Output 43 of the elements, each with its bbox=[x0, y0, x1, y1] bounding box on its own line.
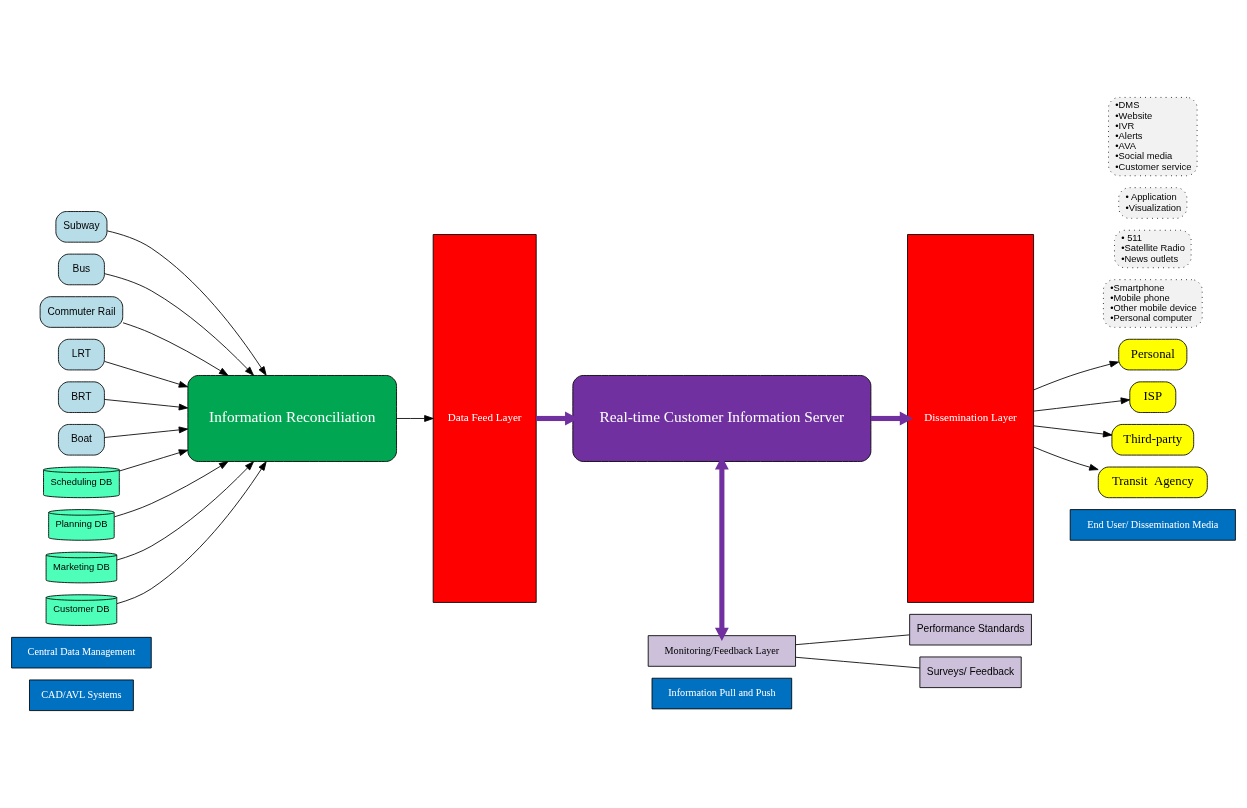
arrow bbox=[396, 415, 434, 422]
node-box: • 511 •Satellite Radio •News outlets bbox=[1114, 229, 1192, 269]
node-box: • Application •Visualization bbox=[1118, 187, 1188, 219]
node-box: Performance Standards bbox=[909, 613, 1032, 646]
arrow bbox=[116, 461, 267, 605]
node-box: Personal bbox=[1118, 338, 1188, 371]
arrow bbox=[1033, 397, 1131, 412]
connector bbox=[795, 656, 921, 669]
node-box: Bus bbox=[58, 253, 105, 286]
node-box: Boat bbox=[58, 424, 105, 456]
arrow bbox=[106, 230, 267, 376]
arrow bbox=[119, 449, 189, 472]
connector bbox=[795, 634, 910, 646]
node-box: •DMS •Website •IVR •Alerts •AVA •Social media •Customer service bbox=[1108, 97, 1198, 177]
node-box: ISP bbox=[1129, 381, 1177, 413]
arrow bbox=[114, 461, 229, 518]
node-box: Surveys/ Feedback bbox=[919, 656, 1022, 689]
node-box: Monitoring/Feedback Layer bbox=[647, 635, 796, 667]
arrow bbox=[104, 361, 189, 388]
node-box: End User/ Dissemination Media bbox=[1069, 509, 1236, 541]
arrow bbox=[1033, 360, 1119, 391]
arrow bbox=[104, 399, 189, 411]
node-box: Information Pull and Push bbox=[651, 677, 793, 710]
node-box: Data Feed Layer bbox=[432, 234, 537, 603]
node-box: BRT bbox=[58, 381, 105, 413]
arrow bbox=[122, 322, 229, 376]
node-box: Transit Agency bbox=[1097, 466, 1208, 499]
node-box: LRT bbox=[58, 338, 105, 371]
node-box: Central Data Management bbox=[11, 636, 152, 669]
arrow bbox=[871, 411, 913, 426]
node-box: Information Reconciliation bbox=[187, 375, 397, 462]
node-box: Third-party bbox=[1111, 424, 1195, 456]
node-box: Dissemination Layer bbox=[907, 234, 1034, 603]
arrow bbox=[116, 461, 254, 561]
arrow bbox=[1033, 425, 1113, 438]
arrow bbox=[104, 426, 189, 438]
node-box: •Smartphone •Mobile phone •Other mobile device •Personal computer bbox=[1102, 279, 1203, 328]
node-box: Commuter Rail bbox=[39, 296, 124, 328]
node-box: Real-time Customer Information Server bbox=[572, 375, 872, 462]
arrow bbox=[104, 273, 254, 376]
arrow bbox=[1033, 446, 1099, 471]
node-box: Subway bbox=[55, 211, 108, 243]
node-box: CAD/AVL Systems bbox=[29, 679, 134, 711]
